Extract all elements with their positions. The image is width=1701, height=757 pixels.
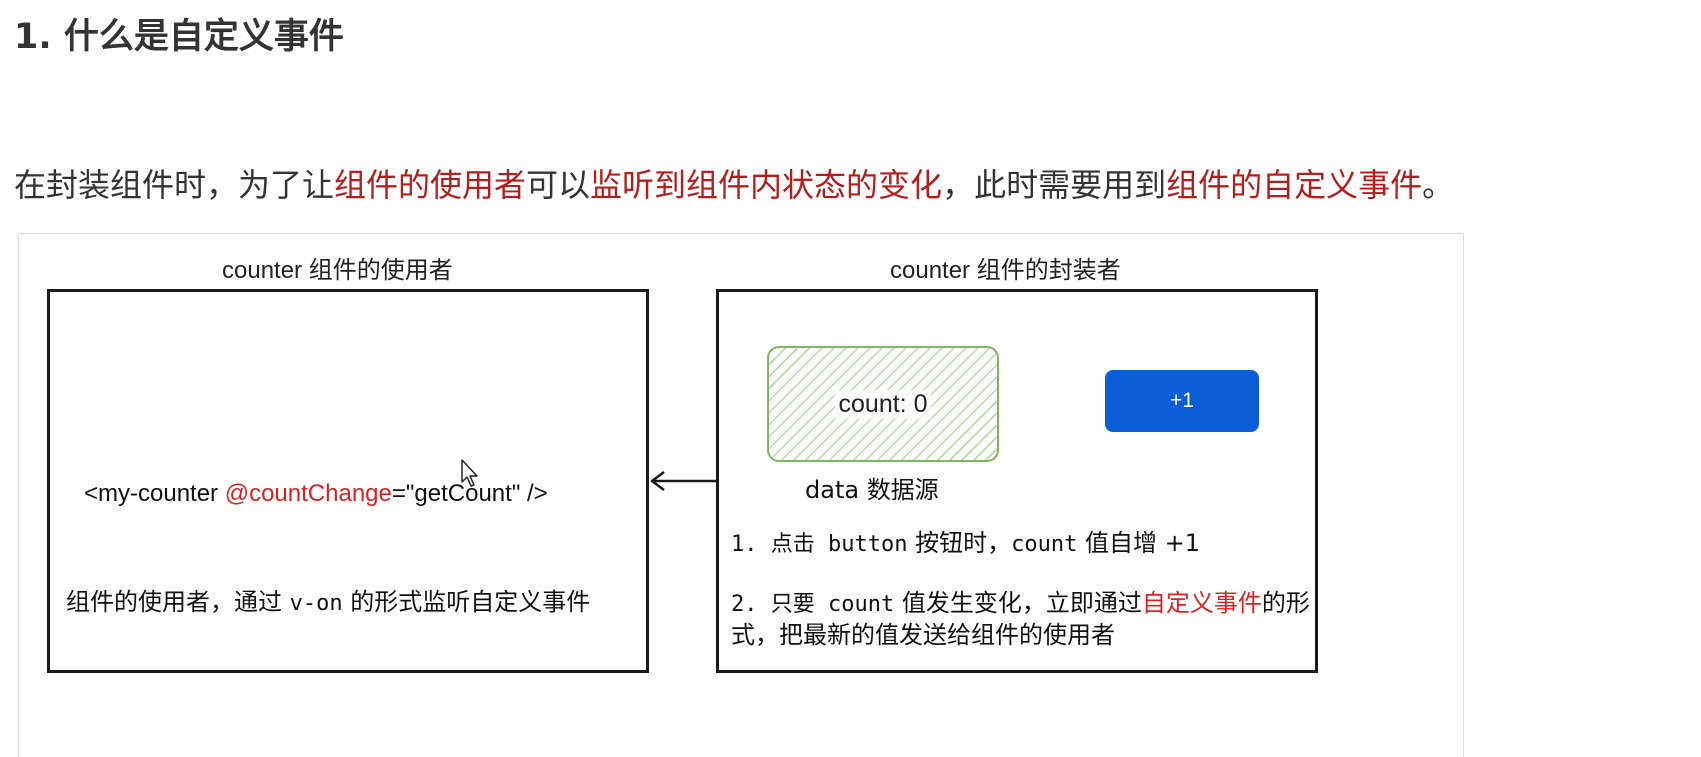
consumer-note-directive: v-on: [289, 591, 343, 616]
intro-text-1: 在封装组件时，为了让: [14, 166, 335, 204]
consumer-note-text-2: 的形式监听自定义事件: [342, 588, 591, 616]
step-1-count-word: count: [1011, 532, 1078, 557]
step-2-count-word: count: [827, 592, 895, 617]
step-2-custom-event: 自定义事件: [1141, 589, 1262, 617]
mouse-cursor-icon: [461, 459, 478, 487]
data-source-caption: data 数据源: [805, 476, 939, 504]
wrapper-title: counter 组件的封装者: [890, 257, 1121, 284]
increment-button[interactable]: +1: [1105, 370, 1259, 432]
data-source-box: count: 0: [767, 346, 999, 462]
step-1-button-word: button: [827, 532, 908, 557]
page-title: 1. 什么是自定义事件: [14, 17, 344, 57]
consumer-title: counter 组件的使用者: [222, 257, 453, 284]
intro-highlight-user: 组件的使用者: [334, 166, 527, 204]
step-1-text: 按钮时，: [907, 529, 1012, 557]
consumer-note-text-1: 组件的使用者，通过: [66, 588, 290, 616]
count-value: count: 0: [834, 389, 932, 419]
event-arrow-icon: [650, 471, 718, 491]
step-2-number: 2. 只要: [731, 592, 828, 617]
consumer-box: <my-counter @countChange="getCount" /> 组…: [47, 289, 649, 673]
intro-text-2: 可以: [526, 166, 591, 204]
step-2-text: 值发生变化，立即通过: [894, 589, 1142, 617]
consumer-note: 组件的使用者，通过 v-on 的形式监听自定义事件: [66, 582, 590, 617]
step-2-text-end: 的形式，把最新的值发送给组件的使用者: [731, 589, 1310, 649]
code-tag-open: <my-counter: [84, 480, 225, 507]
wrapper-box: count: 0 +1 data 数据源 1. 点击 button 按钮时，co…: [716, 289, 1318, 673]
intro-highlight-listen: 监听到组件内状态的变化: [590, 166, 943, 204]
diagram-panel: [18, 233, 1464, 757]
step-1-increment: 值自增 +1: [1077, 529, 1200, 557]
intro-text-3: ，此时需要用到: [942, 166, 1167, 204]
intro-highlight-custom-event: 组件的自定义事件: [1166, 166, 1423, 204]
code-event-name: @countChange: [224, 480, 392, 507]
step-1-number: 1. 点击: [731, 532, 828, 557]
intro-text-4: 。: [1422, 166, 1455, 204]
step-2: 2. 只要 count 值发生变化，立即通过自定义事件的形式，把最新的值发送给组…: [731, 588, 1331, 650]
step-1: 1. 点击 button 按钮时，count 值自增 +1: [731, 528, 1200, 560]
intro-paragraph: 在封装组件时，为了让组件的使用者可以监听到组件内状态的变化，此时需要用到组件的自…: [14, 160, 1454, 206]
